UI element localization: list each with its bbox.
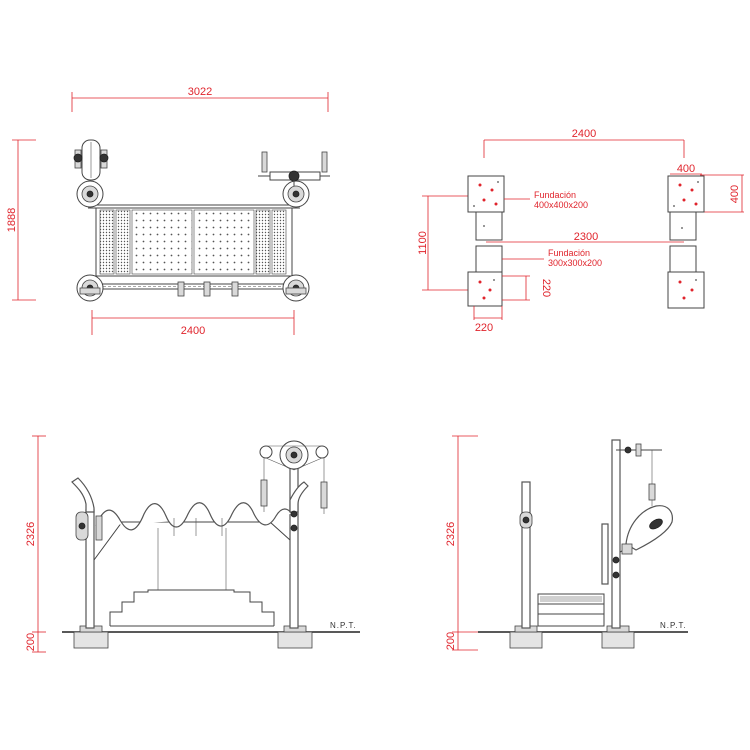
- footing-right-front: [277, 631, 313, 649]
- dim-label-2400-foundation: 2400: [572, 128, 596, 140]
- top-view: 3022 1888 2400: [6, 86, 330, 337]
- frame-front: [93, 521, 291, 561]
- ground-label-front: N.P.T.: [330, 621, 357, 630]
- foundation-plan: 2400 400 400 1100 2300: [417, 128, 744, 334]
- dim-label-2400: 2400: [181, 325, 205, 337]
- label-small-line1: Fundación: [548, 248, 590, 258]
- side-elevation: 2326 200 N.P.T.: [445, 435, 688, 651]
- foundation-large-right: [667, 175, 705, 241]
- post-caps-plan: [76, 180, 310, 302]
- foundation-small-left: [467, 245, 503, 307]
- post-left-side: [521, 481, 531, 629]
- dimension-overall-depth: 1888: [6, 139, 36, 301]
- dim-label-3022: 3022: [188, 86, 212, 98]
- foundation-small-right: [667, 245, 705, 309]
- label-large-foundation: Fundación 400x400x200: [504, 190, 588, 210]
- right-pulley-front: [259, 440, 329, 532]
- front-elevation: 2326 200 N.P.T.: [25, 435, 360, 653]
- dim-label-400-side: 400: [729, 185, 741, 203]
- stairs-front: [109, 528, 275, 627]
- dim-label-1888: 1888: [6, 208, 18, 232]
- right-horn-front: [289, 481, 309, 513]
- dim-label-2300: 2300: [574, 231, 598, 243]
- label-large-line2: 400x400x200: [534, 200, 588, 210]
- dimension-inner-width: 2400: [91, 310, 295, 337]
- post-right-front: [289, 445, 299, 629]
- dimension-large-400-side: 400: [700, 174, 744, 213]
- label-small-foundation: Fundación 300x300x200: [502, 248, 602, 268]
- top-arm-side: [616, 443, 662, 506]
- ground-label-side: N.P.T.: [660, 621, 687, 630]
- left-pulley-plan: [73, 139, 109, 181]
- wavy-bar-front: [95, 502, 293, 531]
- dimension-small-220: 220: [473, 306, 503, 334]
- dim-label-1100: 1100: [417, 231, 429, 255]
- dimension-span-2400: 2400: [483, 128, 685, 158]
- right-handle-plan: [258, 151, 330, 186]
- dim-label-220-side: 220: [540, 279, 552, 297]
- dimension-inner-2300: 2300: [486, 231, 684, 243]
- bottom-rail-plan: [85, 281, 301, 297]
- footing-left-side: [509, 631, 543, 649]
- dimension-height-side: 2326 200: [445, 435, 478, 651]
- left-pulley-front: [75, 511, 103, 541]
- dimension-large-400: 400: [670, 163, 702, 175]
- foundation-large-left: [467, 175, 505, 241]
- footing-left-front: [73, 631, 109, 649]
- left-horn-front: [71, 477, 95, 513]
- dimension-overall-width: 3022: [71, 86, 329, 112]
- dim-label-220: 220: [475, 322, 493, 334]
- steps-side: [537, 593, 605, 627]
- dim-label-2326-front: 2326: [25, 522, 37, 546]
- dim-label-200-front: 200: [25, 633, 37, 651]
- seat-pad-side: [619, 505, 673, 555]
- post-right-side: [611, 439, 621, 629]
- label-small-line2: 300x300x200: [548, 258, 602, 268]
- label-large-line1: Fundación: [534, 190, 576, 200]
- footing-right-side: [601, 631, 635, 649]
- platform-plan: [88, 204, 300, 277]
- dim-label-200-side: 200: [445, 632, 457, 650]
- dimension-height-front: 2326 200: [25, 435, 46, 653]
- dimension-depth-1100: 1100: [417, 195, 474, 291]
- dimension-small-220-side: 220: [502, 275, 552, 301]
- dim-label-2326-side: 2326: [445, 522, 457, 546]
- handles-front: [173, 518, 223, 536]
- dim-label-400: 400: [677, 163, 695, 175]
